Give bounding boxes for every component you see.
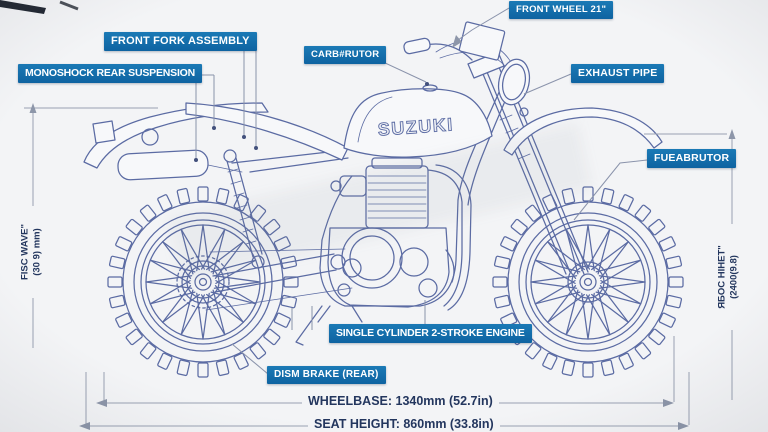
label-rear-brake: DISM BRAKE (REAR) [267,366,386,384]
seat [185,102,349,161]
rear-shock [223,149,265,269]
front-hub-plate [567,261,609,303]
wheelbase-dimension: WHEELBASE: 1340mm (52.7in) [302,394,499,409]
label-front-wheel: FRONT WHEEL 21" [509,1,614,19]
rear-sprocket [176,255,230,309]
front-wheel [492,186,684,378]
label-monoshock-rear-suspension: MONOSHOCK REAR SUSPENSION [18,64,203,83]
rear-fender [83,102,269,169]
label-fuel: FUEABRUTOR [647,149,737,168]
label-front-fork-assembly: FRONT FORK ASSEMBLY [104,32,257,51]
label-carburetor: CARB#RUTOR [304,46,387,64]
swingarm-chain [205,248,362,311]
rear-wheel [107,186,299,378]
engine [295,157,455,346]
label-engine: SINGLE CYLINDER 2-STROKE ENGINE [329,324,532,343]
label-connectors [180,7,648,375]
left-vertical-line2: (30 9) mm) [32,228,43,276]
exhaust-pipe [117,149,472,311]
label-exhaust-pipe: EXHAUST PIPE [571,64,665,83]
left-vertical-line1: FISC WAVE" [19,223,31,281]
right-vertical-line2: (2400(9.8) [729,255,740,299]
right-vertical-line1: ЯБОС НІНЕТ" [716,245,728,309]
corner-marks [0,0,79,14]
front-fender [503,107,663,156]
dimension-lines [24,103,736,430]
fuel-tank: SUZUKI [343,84,493,158]
right-vertical-dimension: ЯБОС НІНЕТ" (2400(9.8) [714,241,744,313]
left-vertical-dimension: FISC WAVE" (30 9) mm) [17,219,47,285]
seat-height-dimension: SEAT HEIGHT: 860mm (33.8in) [308,417,500,432]
